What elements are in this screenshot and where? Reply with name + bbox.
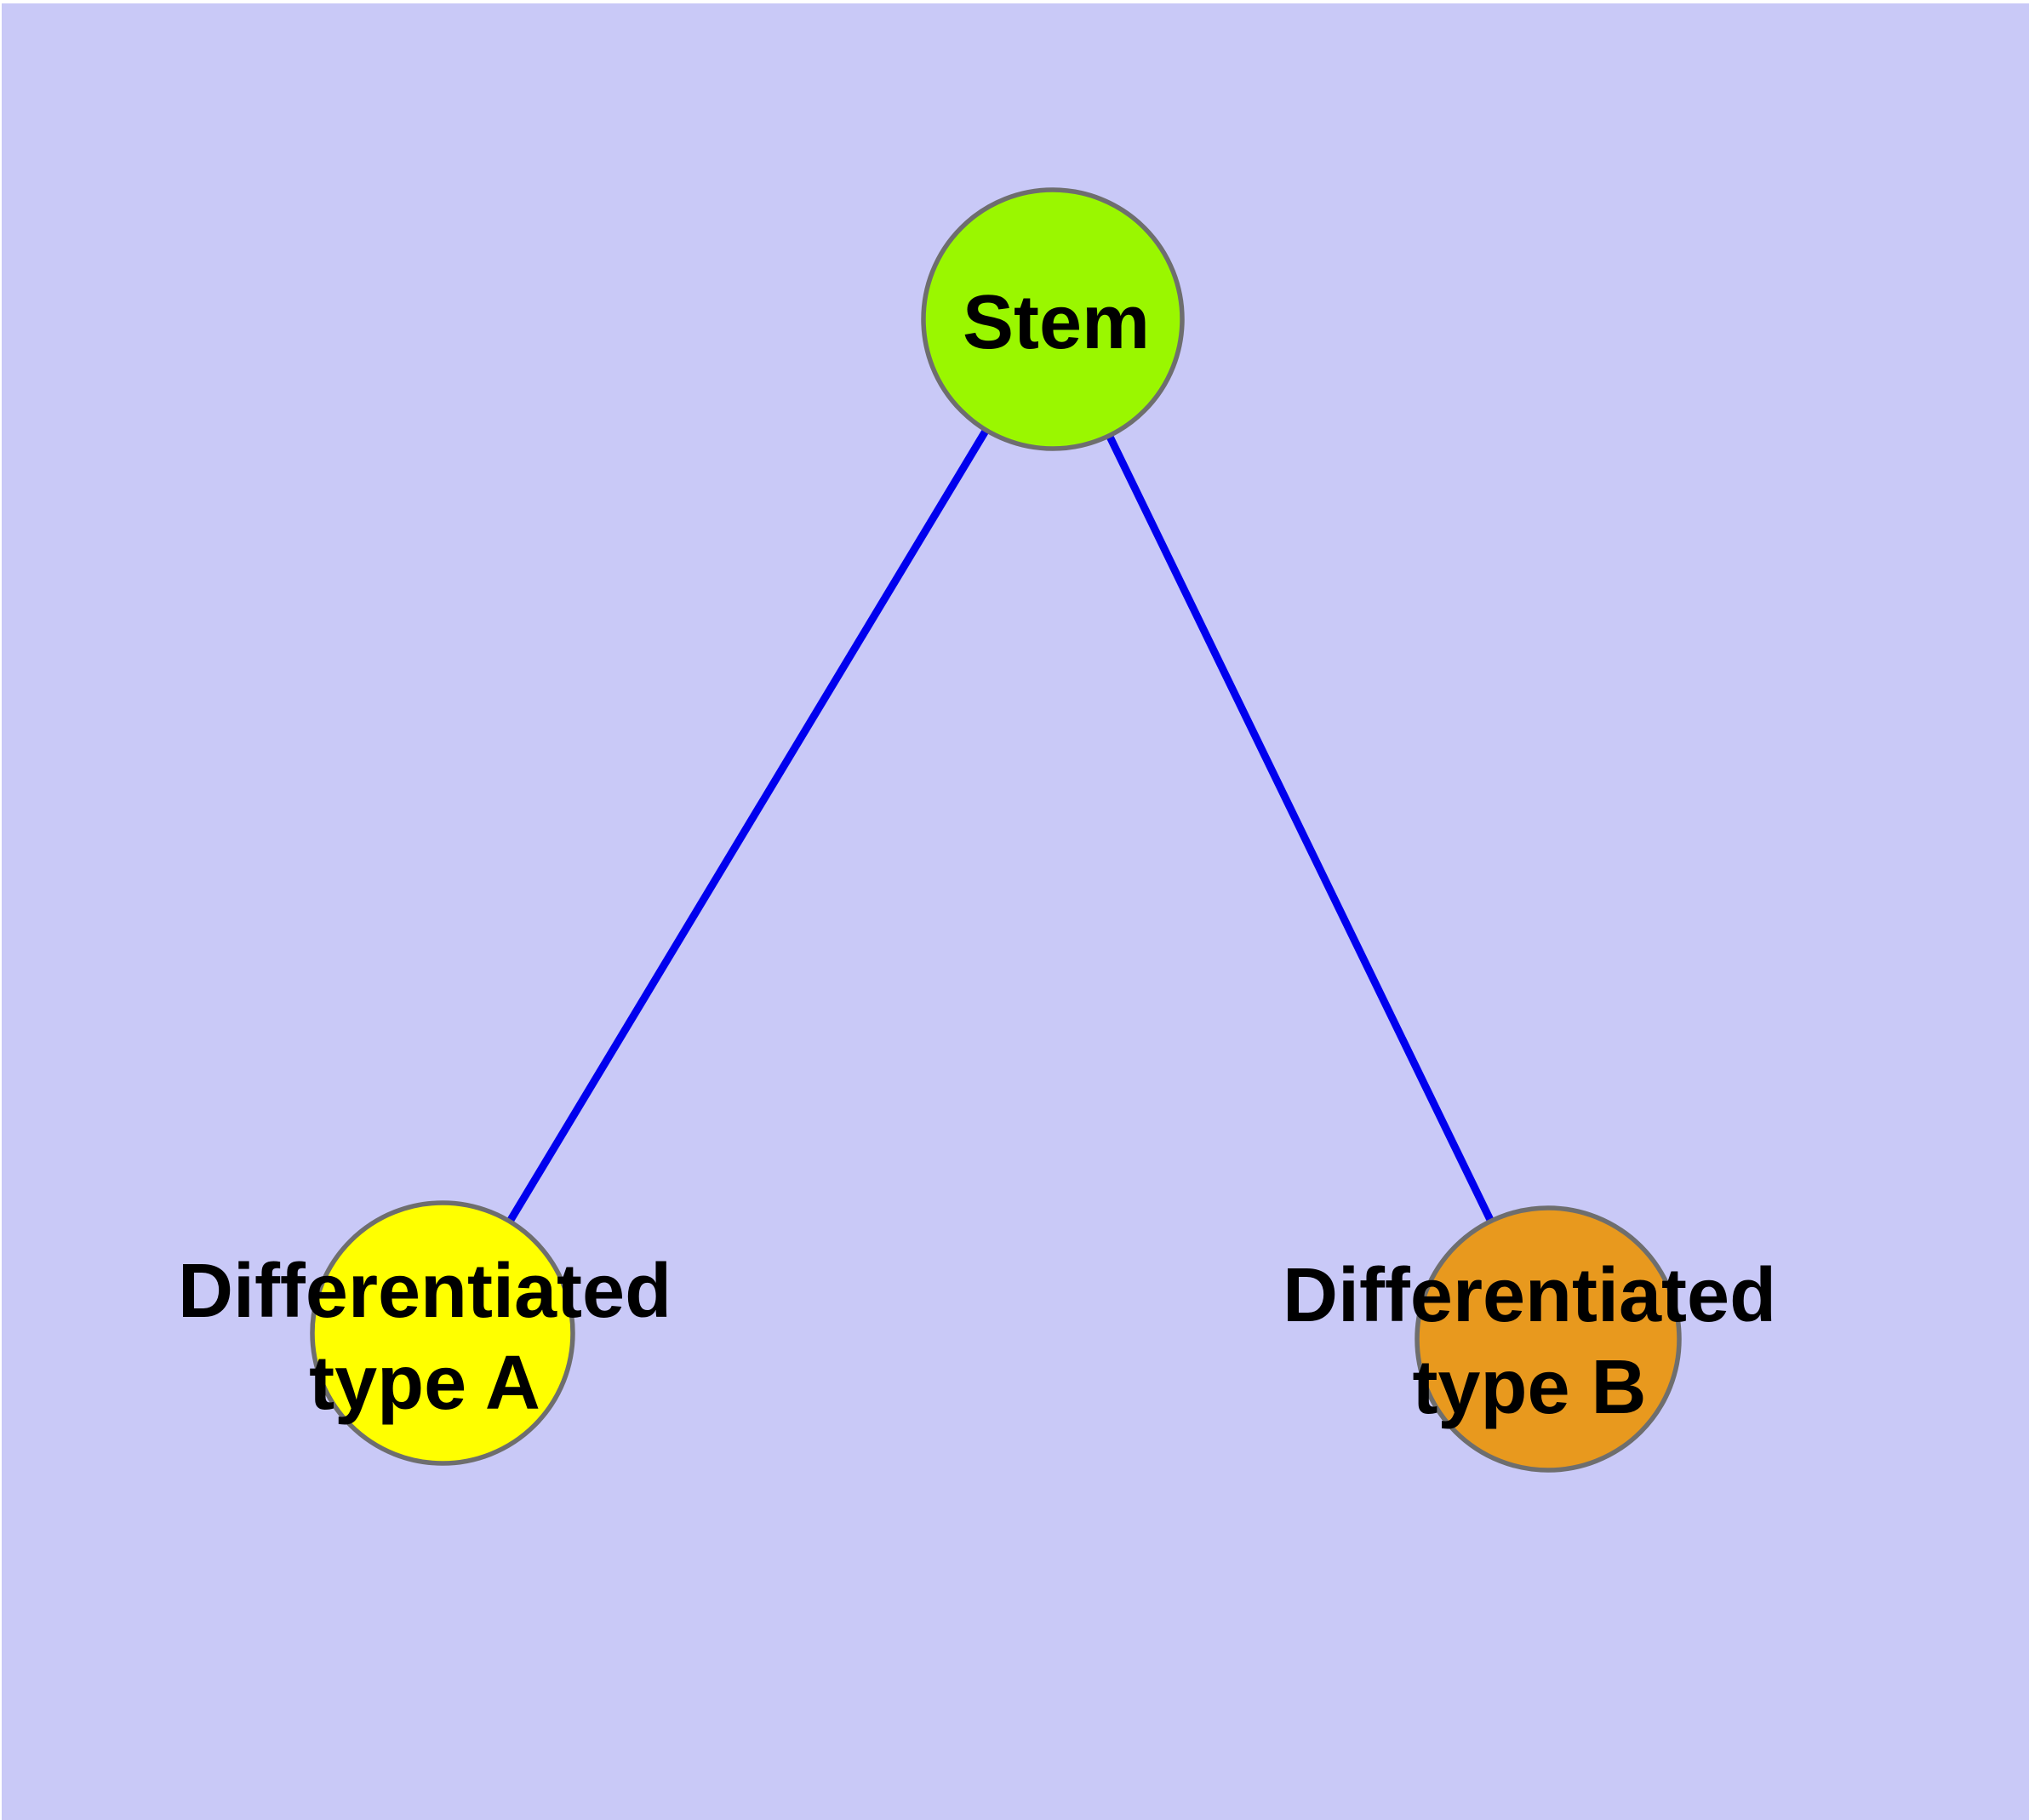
edge-stem-to-type-a <box>439 317 1056 1336</box>
node-type-b <box>1415 1205 1682 1473</box>
node-stem <box>921 187 1185 451</box>
edge-stem-to-type-b <box>1049 318 1552 1341</box>
node-type-a <box>310 1200 575 1466</box>
